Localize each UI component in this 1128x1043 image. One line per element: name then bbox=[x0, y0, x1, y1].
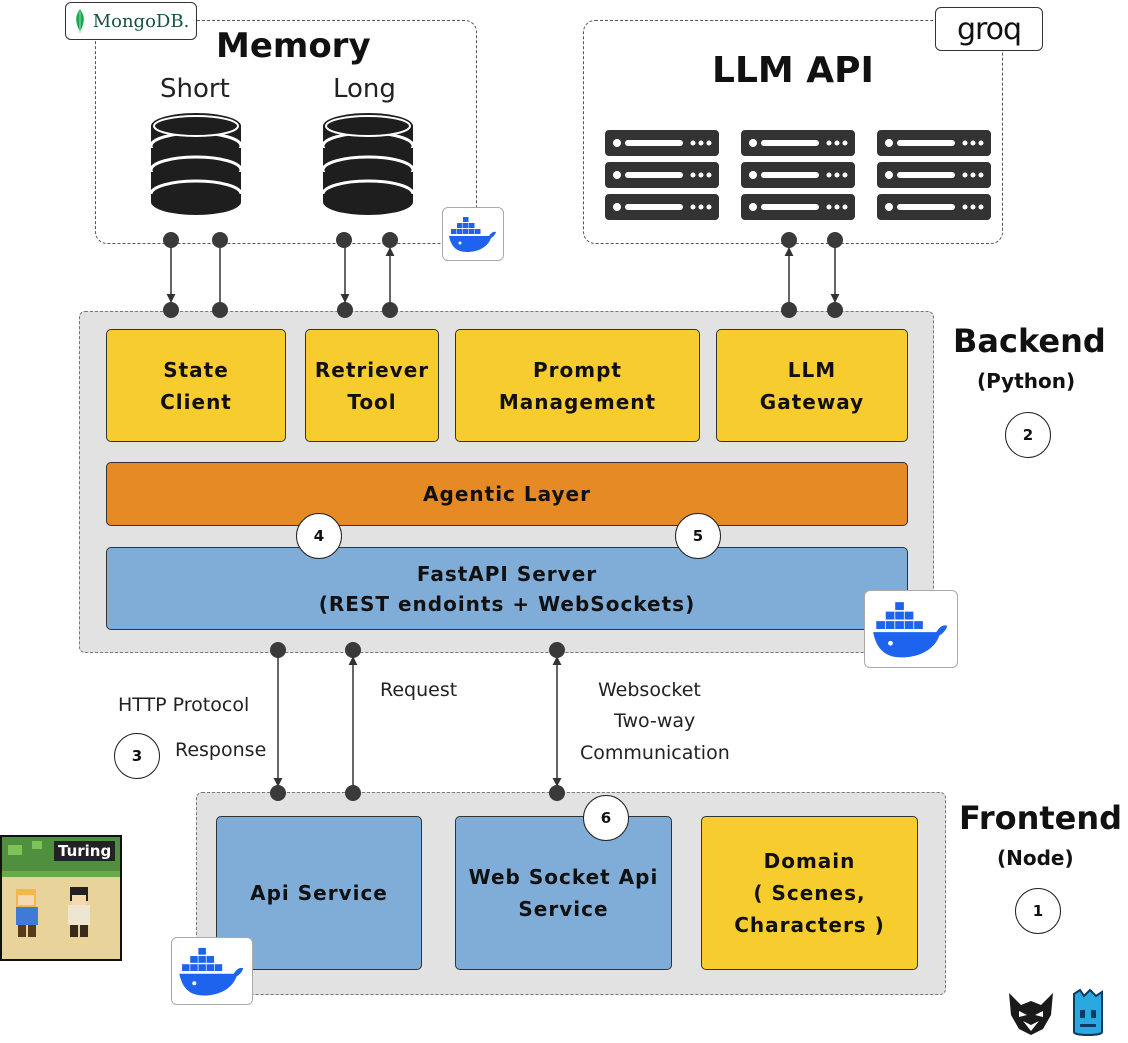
web-socket-api-service-box: Web Socket Api Service bbox=[455, 816, 672, 970]
domain-box: Domain ( Scenes, Characters ) bbox=[701, 816, 918, 970]
memory-docker-logo bbox=[442, 207, 504, 261]
long-term-database-icon bbox=[322, 113, 414, 215]
step-3-marker: 3 bbox=[114, 733, 160, 779]
llm-server-racks bbox=[605, 130, 991, 220]
request-label: Request bbox=[380, 679, 458, 701]
docker-whale-icon bbox=[449, 217, 496, 252]
frontend-subtitle: (Node) bbox=[997, 846, 1074, 870]
step-4-marker: 4 bbox=[296, 513, 342, 559]
wolf-mascot-icon bbox=[1009, 993, 1053, 1035]
game-title-label: Turing bbox=[54, 841, 116, 861]
connector-dots bbox=[163, 232, 843, 801]
fastapi-server-box: FastAPI Server (REST endoints + WebSocke… bbox=[106, 547, 908, 630]
blue-mascot-icon bbox=[1073, 988, 1103, 1036]
groq-logo-text: groq bbox=[956, 11, 1022, 47]
fastapi-server-title: FastAPI Server bbox=[416, 561, 598, 586]
fastapi-server-subtitle: (REST endoints + WebSockets) bbox=[318, 591, 696, 616]
state-client-box: State Client bbox=[106, 329, 286, 442]
mongodb-logo-text: MongoDB. bbox=[92, 10, 190, 32]
websocket-label-line2: Two-way bbox=[614, 710, 696, 732]
memory-title: Memory bbox=[216, 26, 371, 66]
mongodb-leaf-icon bbox=[75, 9, 84, 33]
step-6-marker: 6 bbox=[583, 795, 629, 841]
frontend-docker-logo bbox=[171, 937, 253, 1005]
character-left-icon bbox=[16, 889, 38, 937]
character-right-icon bbox=[68, 887, 90, 937]
mongodb-logo: MongoDB. bbox=[65, 2, 197, 40]
long-term-label: Long bbox=[333, 74, 396, 104]
docker-whale-icon bbox=[179, 947, 244, 996]
retriever-tool-box: Retriever Tool bbox=[305, 329, 439, 442]
websocket-label-line3: Communication bbox=[580, 742, 730, 764]
response-label: Response bbox=[175, 739, 267, 761]
api-service-box: Api Service bbox=[216, 816, 422, 970]
step-5-marker: 5 bbox=[675, 513, 721, 559]
groq-logo: groq bbox=[935, 7, 1043, 51]
frontend-title: Frontend bbox=[959, 799, 1123, 837]
agentic-layer-box: Agentic Layer bbox=[106, 462, 908, 526]
backend-subtitle: (Python) bbox=[977, 369, 1076, 393]
game-thumbnail: Turing bbox=[0, 835, 122, 961]
step-1-marker: 1 bbox=[1015, 888, 1061, 934]
short-term-label: Short bbox=[160, 74, 230, 104]
memory-group bbox=[95, 20, 477, 244]
short-term-database-icon bbox=[150, 113, 242, 215]
llm-gateway-box: LLM Gateway bbox=[716, 329, 908, 442]
docker-whale-icon bbox=[873, 602, 948, 658]
websocket-label-line1: Websocket bbox=[598, 679, 701, 701]
prompt-management-box: Prompt Management bbox=[455, 329, 700, 442]
llm-api-title: LLM API bbox=[712, 50, 874, 91]
backend-title: Backend bbox=[953, 322, 1106, 360]
http-protocol-label: HTTP Protocol bbox=[118, 694, 250, 716]
step-2-marker: 2 bbox=[1005, 412, 1051, 458]
backend-docker-logo bbox=[864, 590, 958, 668]
